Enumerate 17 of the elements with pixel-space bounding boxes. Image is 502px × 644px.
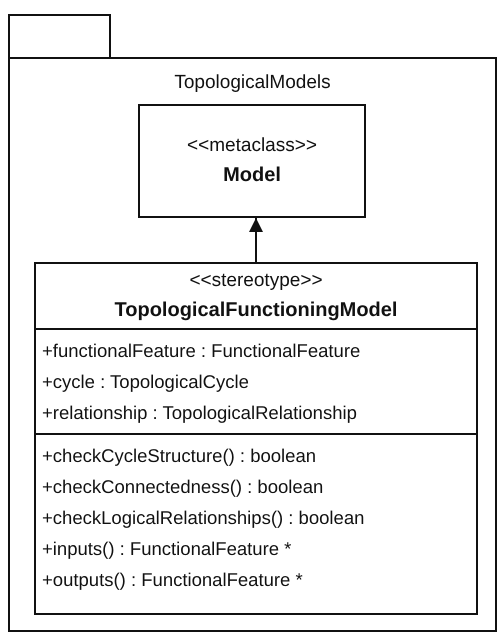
package-name: TopologicalModels xyxy=(174,72,331,94)
attribute-text: +functionalFeature : FunctionalFeature xyxy=(42,339,360,363)
operation-text: +checkConnectedness() : boolean xyxy=(42,475,324,499)
operation-text: +checkLogicalRelationships() : boolean xyxy=(42,506,364,530)
package-frame xyxy=(8,14,497,632)
stereotype-label: <<metaclass>> xyxy=(187,135,317,157)
attribute-text: +cycle : TopologicalCycle xyxy=(42,370,249,394)
class-name: Model xyxy=(223,163,281,187)
operation-text: +inputs() : FunctionalFeature * xyxy=(42,537,292,561)
stereotype-label: <<stereotype>> xyxy=(189,270,323,292)
generalization-arrow xyxy=(249,218,263,262)
operation-text: +checkCycleStructure() : boolean xyxy=(42,444,316,468)
class-name: TopologicalFunctioningModel xyxy=(114,298,398,322)
operation-text: +outputs() : FunctionalFeature * xyxy=(42,568,303,592)
class-box xyxy=(34,262,478,615)
attribute-text: +relationship : TopologicalRelationship xyxy=(42,401,357,425)
class-box xyxy=(138,104,366,218)
